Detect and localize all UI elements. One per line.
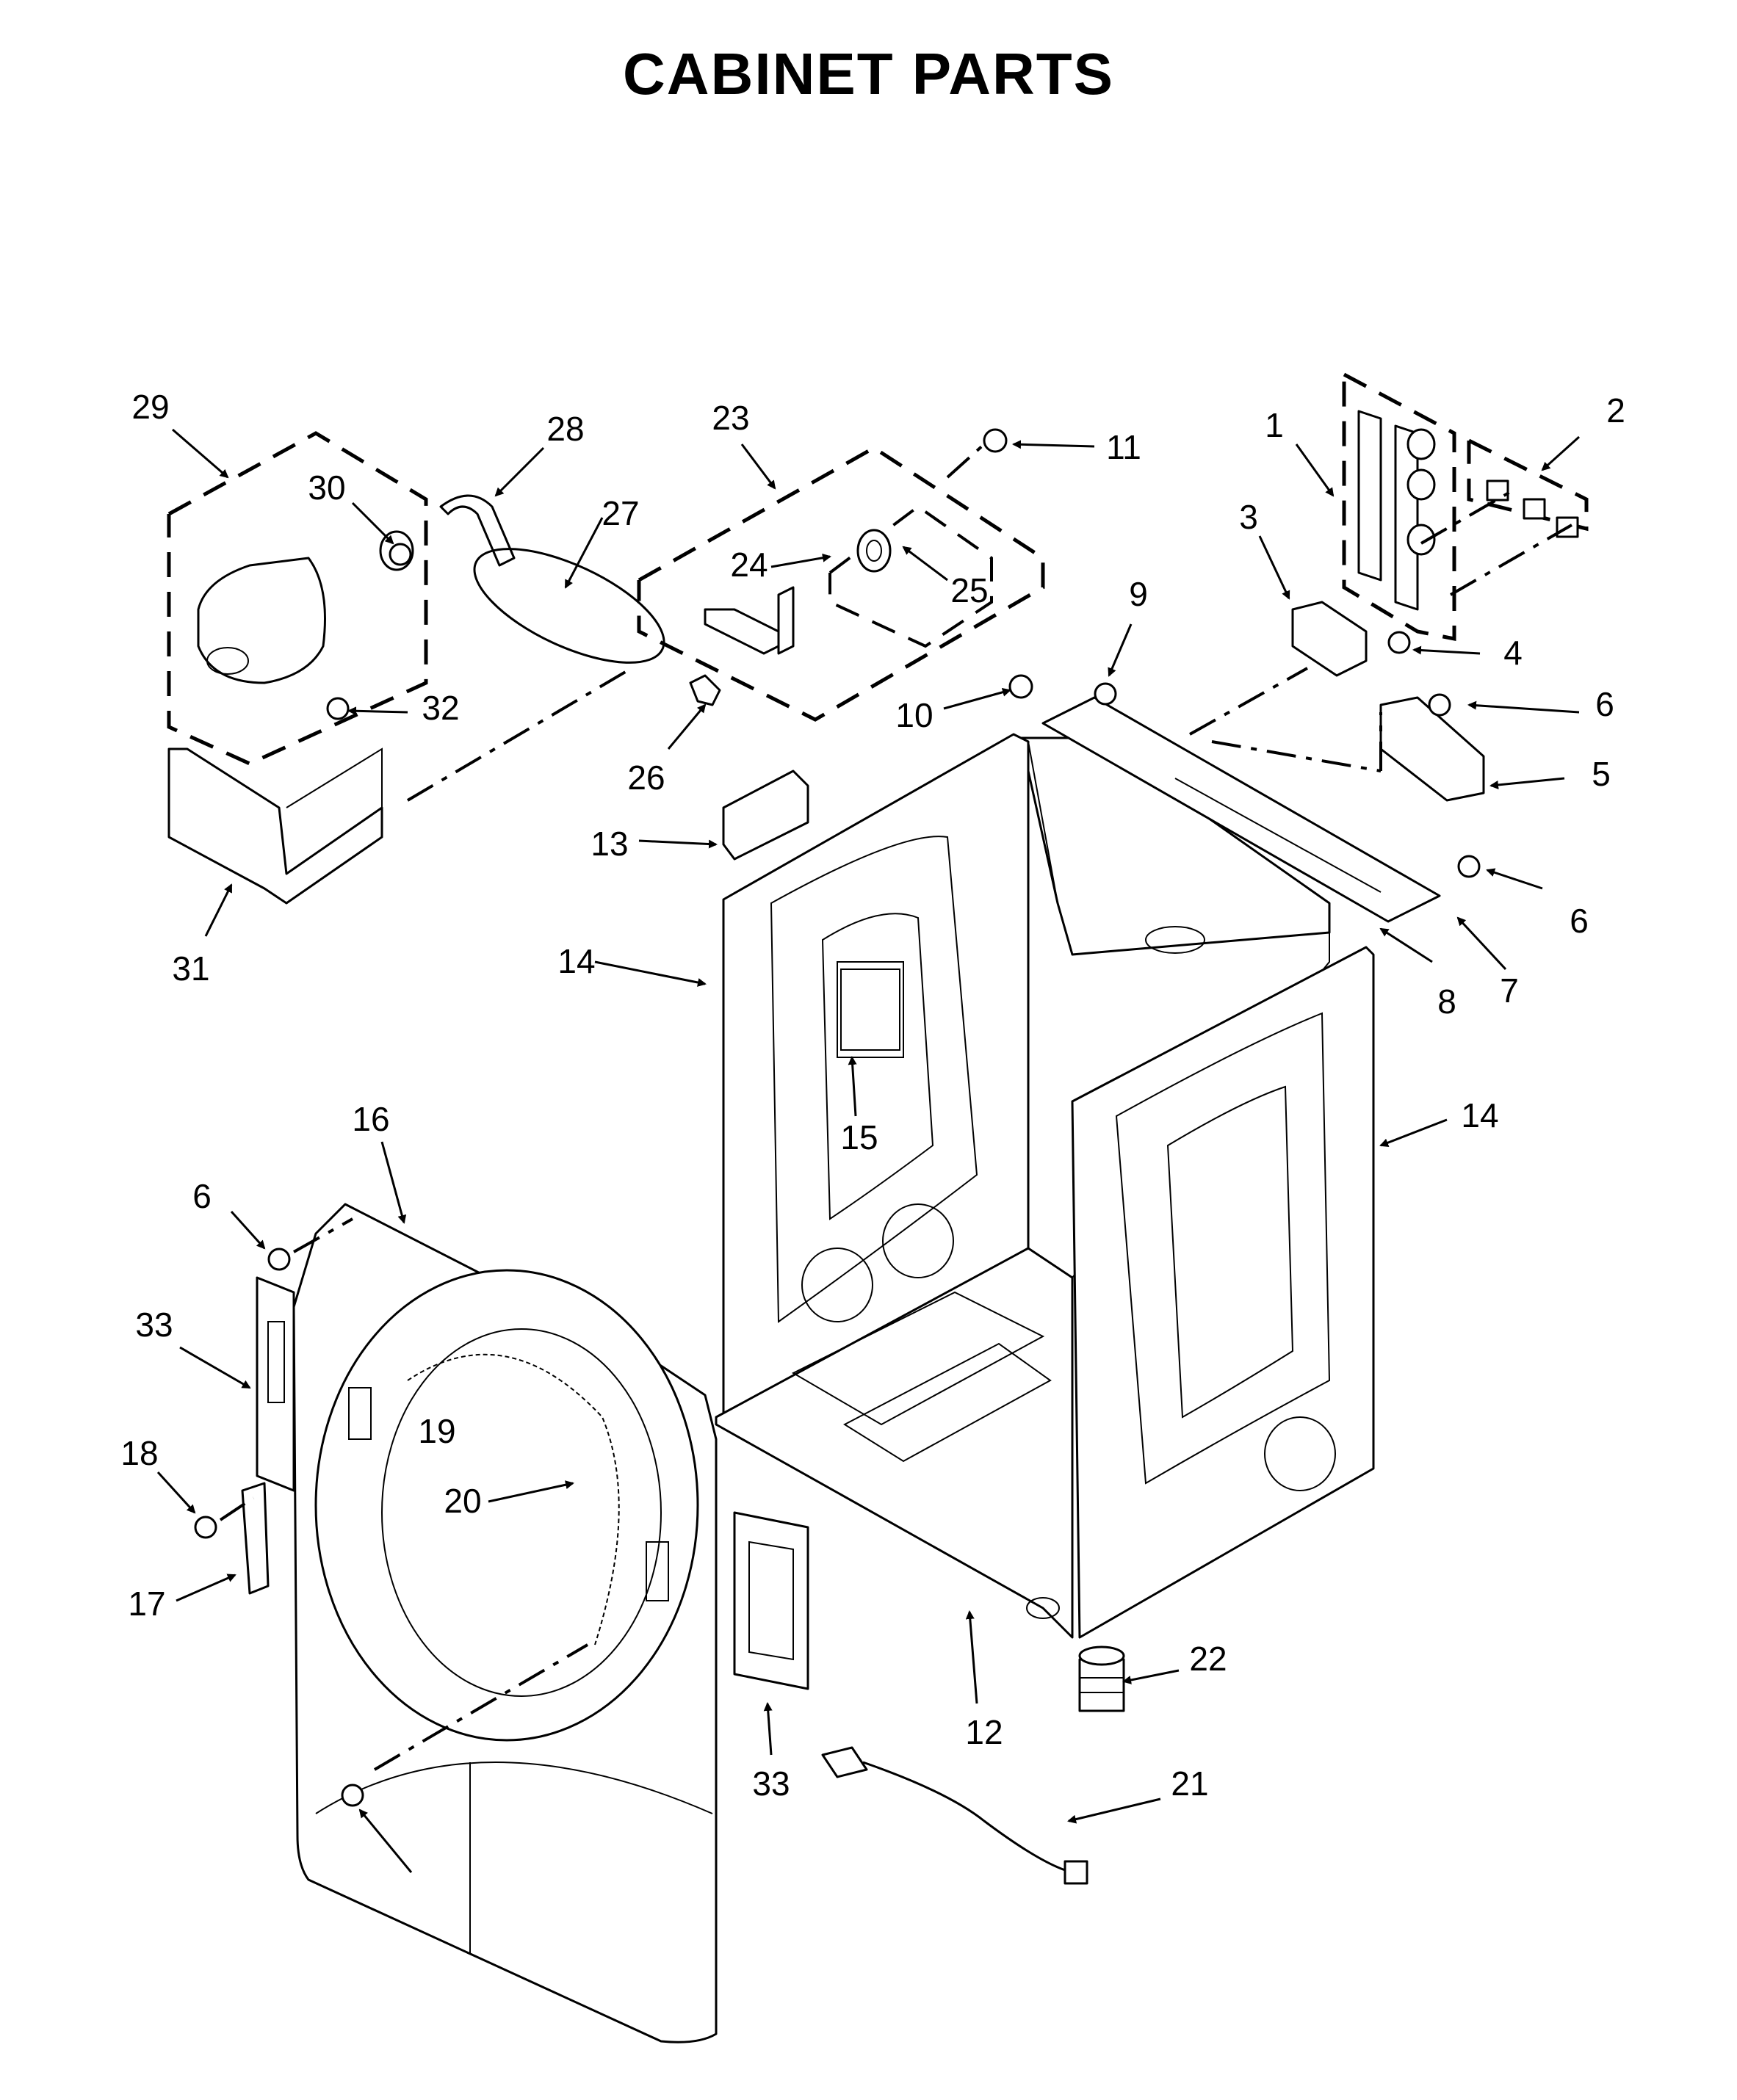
callout-label: 14 [1461,1096,1498,1134]
callout-labels: 1 2 3 4 5 6 6 6 7 8 9 10 11 12 13 14 14 … [120,388,1625,1803]
hinge-bracket-lower [733,1511,809,1690]
callout-label: 16 [352,1100,389,1138]
callout-label: 6 [192,1177,212,1215]
callout-label: 33 [135,1306,173,1344]
callout-label: 3 [1239,498,1258,536]
bracket-13 [722,770,809,861]
callout-label: 20 [444,1482,481,1520]
callout-label: 9 [1129,575,1148,613]
callout-label: 30 [308,468,345,507]
callout-label: 5 [1592,755,1611,793]
front-panel-door-opening [314,1269,699,1742]
thermostat-group-box [1342,372,1456,642]
idler-pulley-subgroup-box [828,504,993,648]
callout-label: 2 [1606,391,1625,430]
callout-label: 7 [1500,971,1519,1010]
callout-label: 17 [128,1585,165,1623]
callout-arrows [156,428,1581,1873]
callout-label: 4 [1503,634,1523,672]
callout-label: 25 [950,571,988,609]
callout-label: 15 [840,1118,878,1156]
callout-label: 24 [730,546,768,584]
callout-label: 14 [557,942,595,980]
callout-label: 13 [591,825,628,863]
cabinet-base [715,1247,1074,1639]
terminal-block [1291,601,1368,677]
callout-label: 28 [546,410,584,448]
motor-group-box [167,431,428,766]
drive-motor [197,530,414,684]
callout-label: 23 [712,399,749,437]
idler-group-box [637,446,1045,722]
callout-label: 6 [1595,685,1614,723]
wire-connector-group-box [1467,438,1589,532]
drive-belt [473,548,665,664]
diagram-title: CABINET PARTS [623,41,1114,106]
top-rear-rail [1041,696,1441,923]
bracket-17 [241,1482,270,1595]
callout-label: 33 [752,1764,790,1803]
callout-label: 1 [1265,406,1284,444]
callout-label: 8 [1437,982,1456,1021]
callout-label: 31 [172,949,209,988]
callout-label: 18 [120,1434,158,1472]
callout-label: 26 [627,758,665,797]
hinge-bracket-left [256,1276,295,1492]
callout-label: 6 [1570,902,1589,940]
dash-dot-leaders [219,443,1572,1771]
callout-label: 27 [602,494,639,532]
idler-spring [689,674,721,706]
idler-arm [704,586,795,655]
callout-label: 11 [1106,428,1141,466]
wire-connectors [1486,479,1579,538]
cabinet-assembly [715,696,1441,1639]
power-cord [821,1746,1088,1885]
front-panel-assembly [292,1203,718,2043]
leveling-leg [1078,1645,1125,1712]
thermostat-assembly [1357,410,1436,611]
callout-label: 19 [418,1412,455,1450]
callout-label: 22 [1189,1640,1227,1678]
motor-bracket [439,494,516,567]
screws [194,428,1481,1807]
motor-mount [167,747,383,905]
callout-label: 29 [131,388,169,426]
callout-label: 32 [422,689,459,727]
callout-label: 10 [895,696,933,734]
callout-label: 12 [965,1713,1003,1751]
callout-label: 21 [1171,1764,1208,1803]
cabinet-label-rect [840,968,900,1051]
idler-pulley [856,529,892,573]
cabinet-right-side-panel [1071,946,1375,1639]
